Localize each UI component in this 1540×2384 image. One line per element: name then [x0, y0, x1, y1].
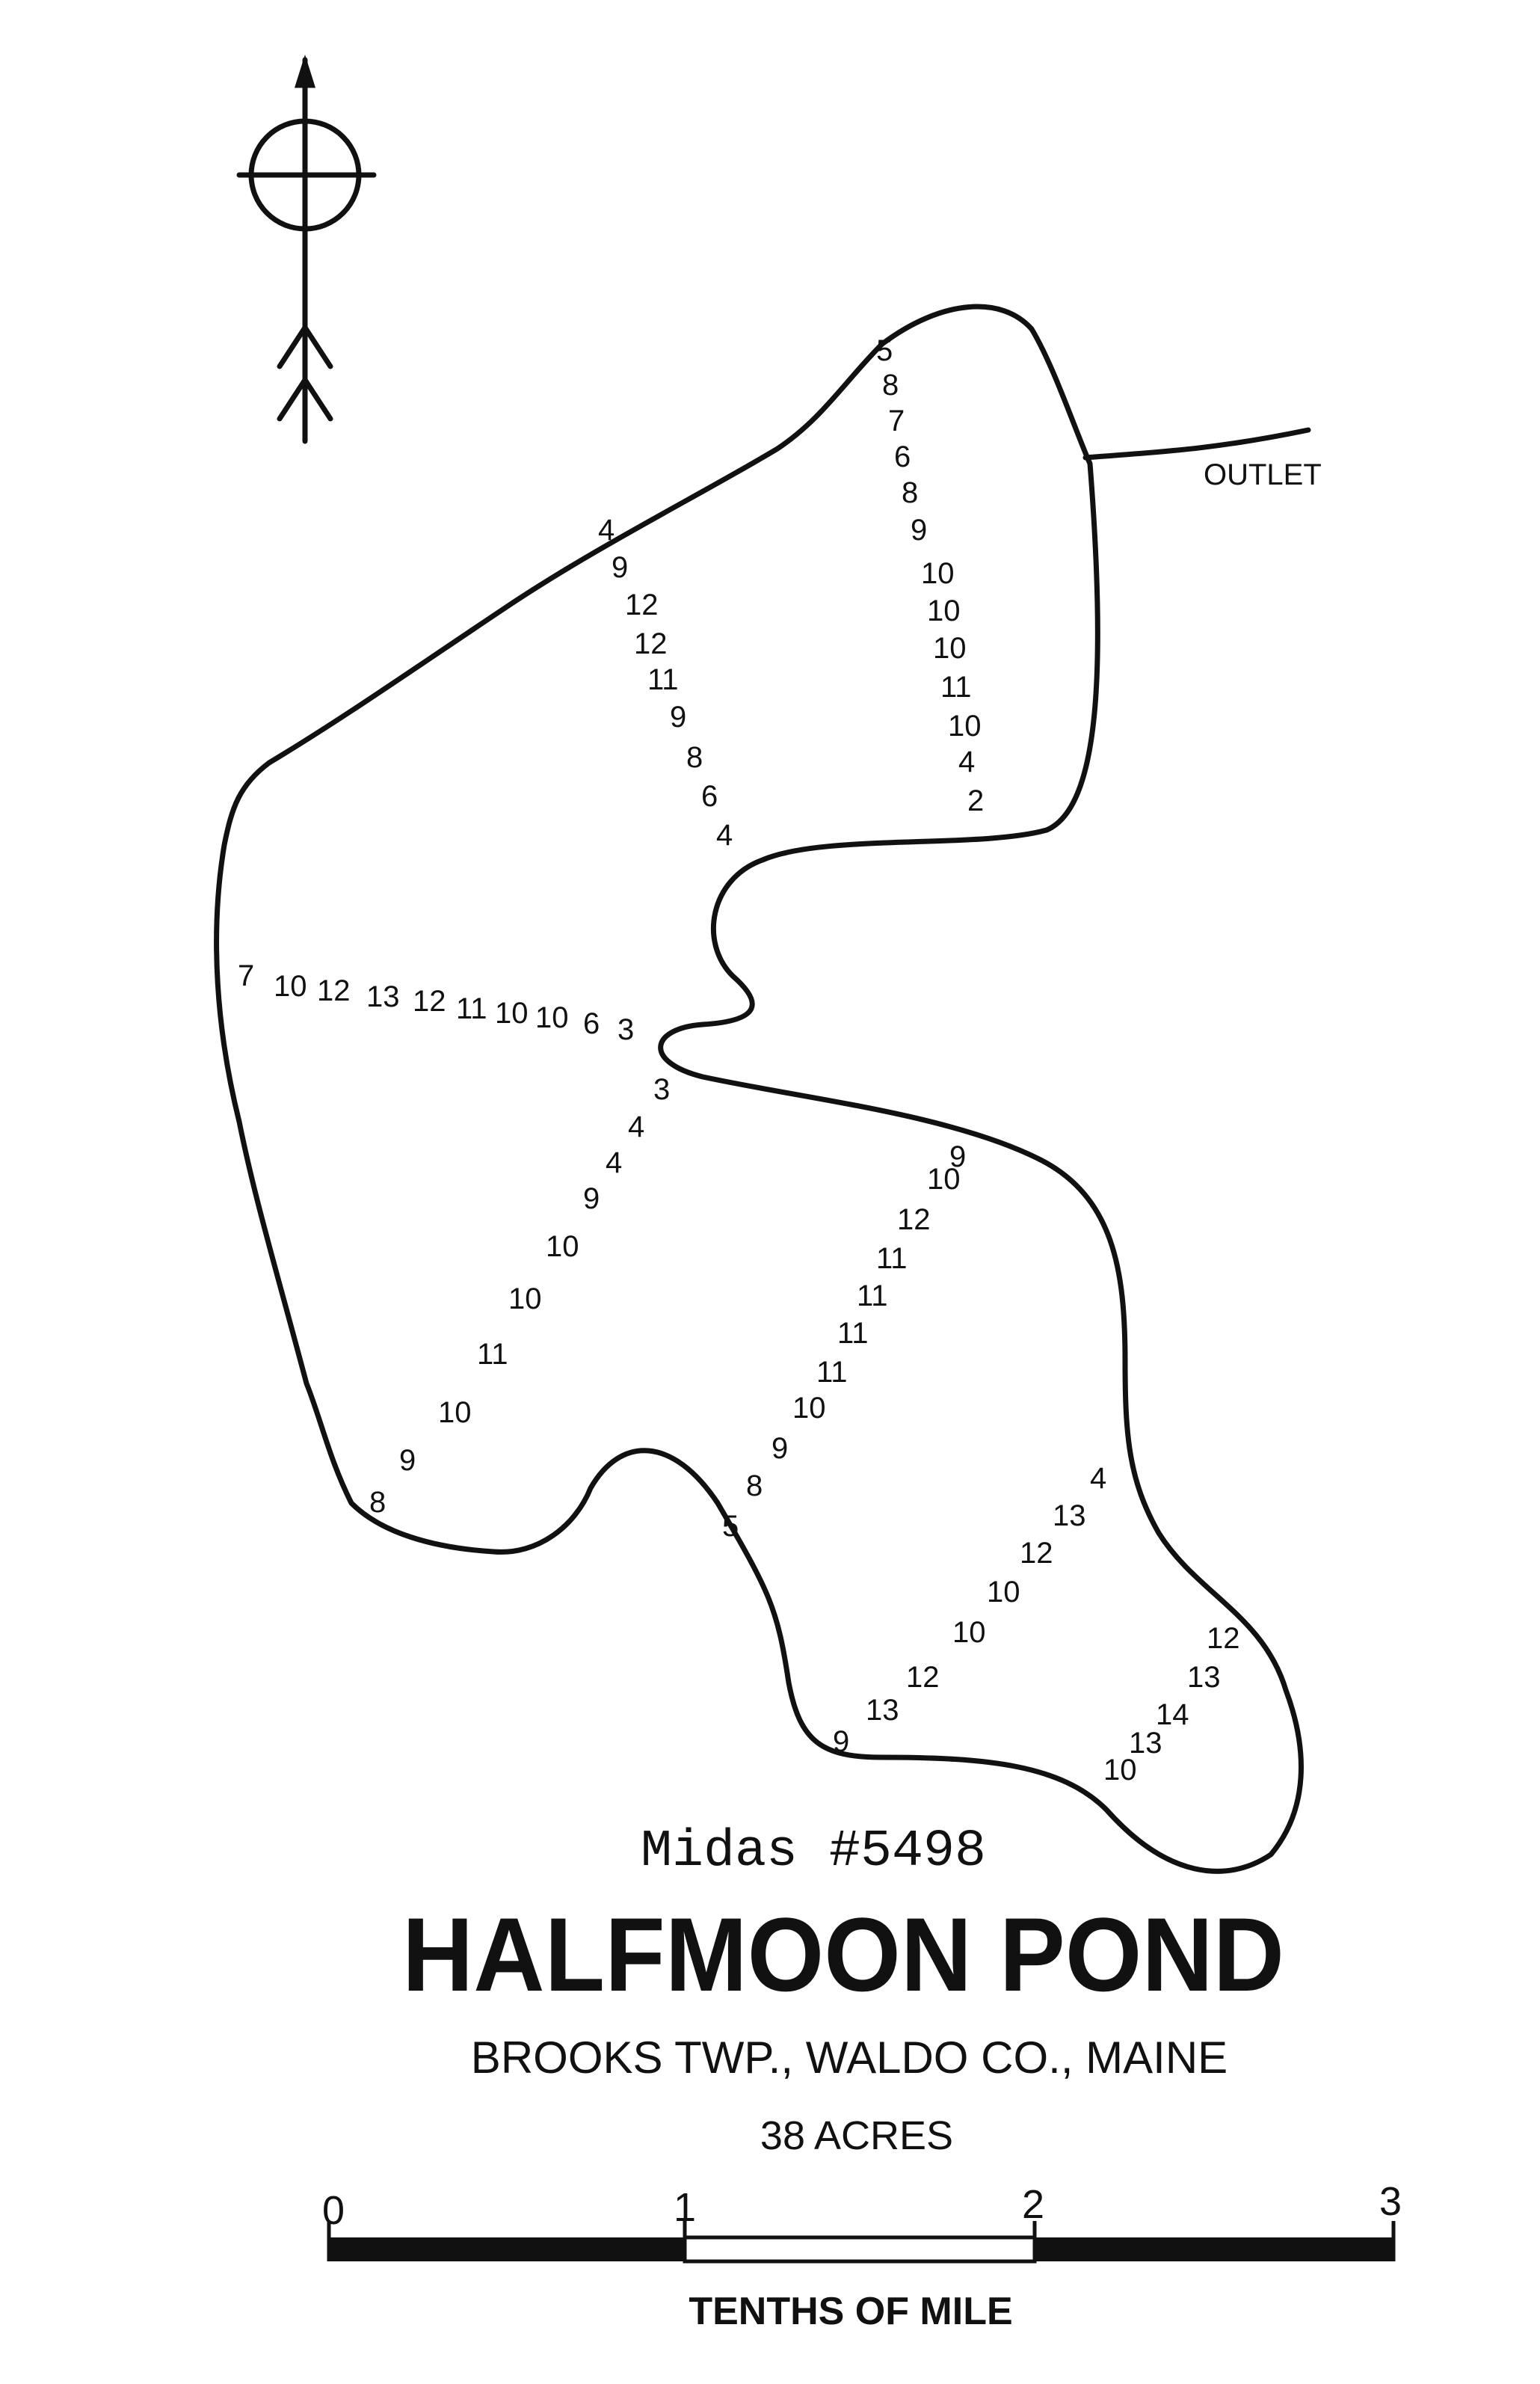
depth-label: 12	[634, 627, 668, 660]
depth-label: 8	[686, 741, 703, 774]
depth-label: 12	[897, 1203, 931, 1236]
depth-label: 10	[535, 1001, 569, 1034]
depth-label: 7	[888, 405, 905, 437]
transect-south-west: 3 4 4 9 10 10 11 10 9 8	[369, 1073, 670, 1519]
depth-label: 3	[617, 1013, 634, 1046]
depth-label: 9	[949, 1140, 966, 1173]
depth-label: 11	[837, 1317, 869, 1350]
depth-label: 7	[238, 959, 254, 992]
transect-north-west: 4 9 12 12 11 9 8 6 4	[598, 514, 733, 852]
depth-label: 11	[647, 663, 679, 696]
depth-label: 9	[399, 1444, 416, 1477]
page-title: HALFMOON POND	[402, 1896, 1284, 2013]
scale-bar: 0 1 2 3 TENTHS OF MILE	[322, 2179, 1402, 2333]
transect-south-central: 9 10 12 11 11 11 11 10 9 8 5	[722, 1140, 966, 1543]
depth-label: 10	[927, 1163, 961, 1196]
depth-label: 12	[413, 985, 446, 1018]
depth-label: 10	[933, 632, 967, 665]
depth-label: 4	[958, 746, 975, 778]
depth-label: 13	[366, 980, 400, 1013]
depth-label: 8	[902, 476, 918, 509]
depth-label: 4	[1090, 1462, 1106, 1495]
depth-label: 12	[625, 589, 659, 621]
depth-label: 9	[670, 701, 686, 734]
depth-label: 14	[1156, 1698, 1189, 1731]
depth-label: 9	[583, 1182, 600, 1215]
outlet-label: OUTLET	[1204, 458, 1322, 491]
outlet-stream	[1082, 427, 1311, 461]
scale-tick-label: 0	[322, 2188, 345, 2233]
scale-segment-2-3	[1035, 2237, 1393, 2261]
depth-label: 2	[967, 784, 984, 817]
depth-label: 11	[857, 1279, 888, 1312]
scale-unit-label: TENTHS OF MILE	[689, 2290, 1012, 2333]
depth-label: 10	[274, 970, 307, 1003]
depth-label: 10	[438, 1396, 472, 1429]
depth-label: 13	[1187, 1661, 1221, 1694]
depth-label: 10	[792, 1392, 826, 1425]
depth-label: 12	[906, 1661, 940, 1694]
depth-label: 10	[508, 1282, 542, 1315]
depth-label: 13	[1129, 1727, 1162, 1760]
transect-south-east-tip: 12 13 14 13 10	[1103, 1622, 1240, 1787]
depth-label: 10	[948, 710, 982, 743]
transect-west: 7 10 12 13 12 11 10 10 6 3	[238, 959, 634, 1046]
scale-tick-label: 2	[1022, 2182, 1044, 2227]
depth-label: 11	[456, 992, 487, 1025]
depth-label: 11	[876, 1242, 908, 1275]
depth-label: 8	[746, 1469, 763, 1502]
depth-label: 12	[1207, 1622, 1240, 1655]
depth-label: 6	[894, 440, 911, 473]
depth-label: 9	[833, 1725, 849, 1758]
scale-tick-label: 3	[1379, 2179, 1402, 2224]
depth-label: 6	[701, 780, 718, 813]
depth-label: 4	[628, 1110, 644, 1143]
location-subtitle: BROOKS TWP., WALDO CO., MAINE	[471, 2033, 1228, 2083]
depth-label: 10	[546, 1230, 579, 1263]
depth-label: 4	[598, 514, 615, 547]
midas-id: Midas #5498	[641, 1822, 986, 1881]
depth-label: 13	[1053, 1499, 1086, 1532]
depth-label: 11	[940, 671, 972, 704]
depth-label: 9	[911, 514, 927, 547]
scale-segment-0-1	[329, 2237, 685, 2261]
depth-label: 6	[583, 1007, 600, 1040]
depth-label: 10	[921, 557, 955, 590]
depth-label: 9	[612, 551, 628, 584]
area-label: 38 ACRES	[760, 2113, 953, 2158]
depth-label: 10	[927, 595, 961, 627]
depth-label: 10	[987, 1576, 1020, 1609]
transect-south-east: 4 13 12 10 10 12 13 9	[833, 1462, 1106, 1758]
shoreline	[214, 304, 1304, 1874]
depth-label: 8	[369, 1486, 386, 1519]
depth-label: 10	[1103, 1754, 1137, 1787]
depth-label: 5	[876, 334, 893, 367]
depth-label: 4	[606, 1146, 622, 1179]
north-arrow-icon	[236, 55, 377, 444]
depth-label: 13	[866, 1694, 899, 1727]
depth-label: 4	[716, 819, 733, 852]
depth-label: 10	[952, 1616, 986, 1649]
scale-tick-label: 1	[674, 2185, 696, 2230]
depth-label: 12	[317, 974, 351, 1007]
depth-label: 12	[1020, 1537, 1053, 1570]
depth-label: 11	[816, 1356, 848, 1389]
scale-segment-1-2	[683, 2235, 1037, 2264]
depth-label: 3	[653, 1073, 670, 1106]
depth-label: 5	[722, 1510, 739, 1543]
transect-north-east: 5 8 7 6 8 9 10 10 10 11 10 4 2	[876, 334, 984, 817]
depth-label: 9	[771, 1432, 788, 1465]
depth-label: 11	[477, 1338, 508, 1371]
depth-label: 10	[495, 997, 529, 1030]
depth-label: 8	[882, 369, 899, 402]
